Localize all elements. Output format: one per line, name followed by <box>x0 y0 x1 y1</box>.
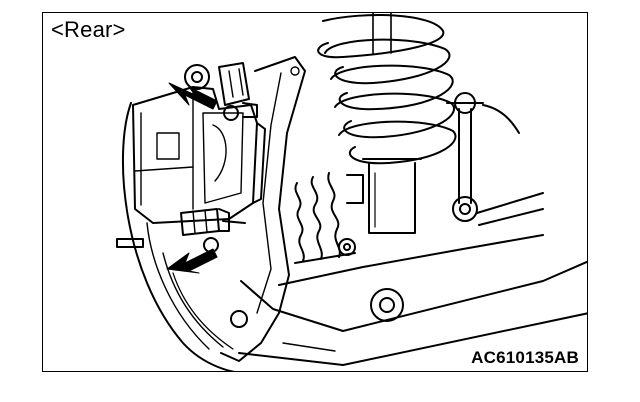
figure-code: AC610135AB <box>471 348 579 367</box>
coil-spring <box>317 13 457 165</box>
view-label: <Rear> <box>51 17 126 42</box>
brake-caliper <box>132 86 266 224</box>
knuckle <box>220 56 306 362</box>
lower-caliper-bolt <box>180 208 246 253</box>
stabilizer-link <box>446 92 544 226</box>
callout-arrow-icon <box>166 248 218 274</box>
lower-arm <box>238 234 587 366</box>
upper-caliper-bolt <box>184 62 258 121</box>
diagram-frame: <Rear> AC610135AB <box>42 12 588 372</box>
suspension-drawing <box>116 13 587 371</box>
drive-shaft-boot <box>294 172 364 264</box>
callout-arrow-icon <box>168 82 218 110</box>
shock-absorber <box>362 158 422 234</box>
brake-disc <box>116 102 236 371</box>
